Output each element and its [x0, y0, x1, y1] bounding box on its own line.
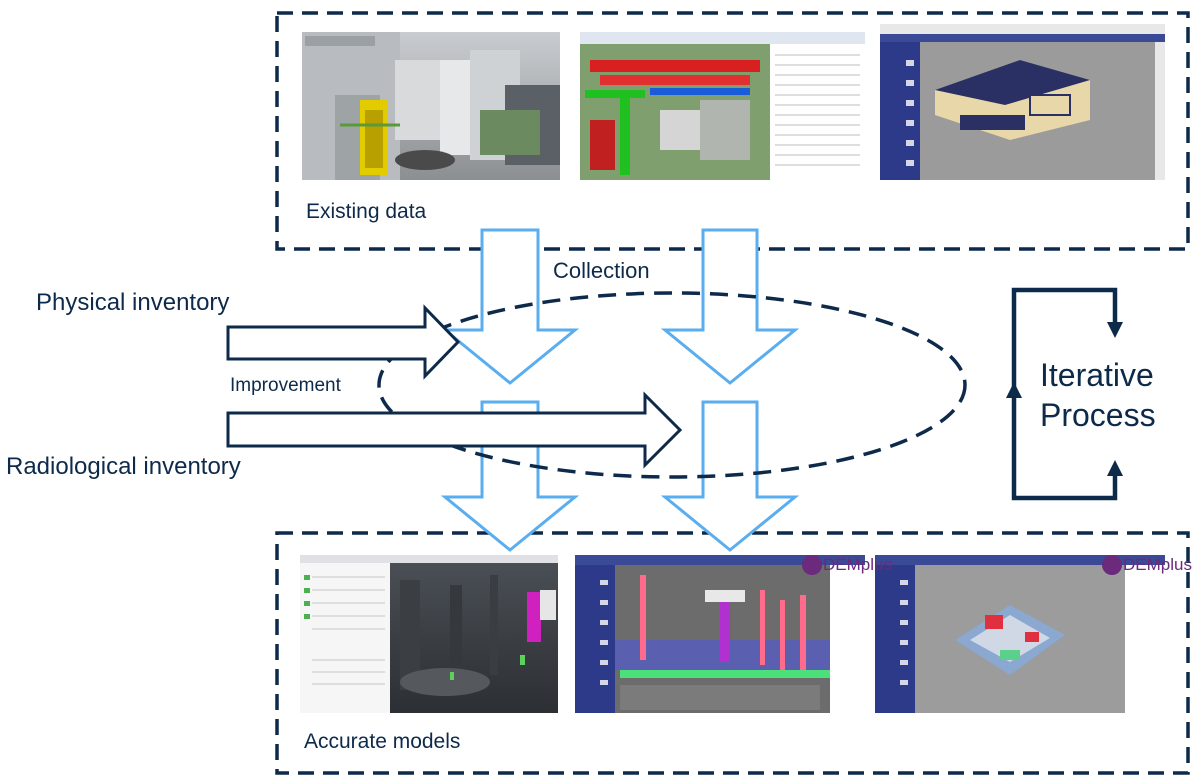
screenshot-dem-building [875, 555, 1165, 713]
improvement-ellipse [377, 291, 967, 479]
screenshot-plant-interior [302, 32, 560, 180]
dem-logo-2: DEMplus [1123, 555, 1192, 574]
screenshot-dem-structure [575, 555, 865, 713]
iterative-line-2: Process [1040, 397, 1156, 433]
screenshot-building-app [880, 24, 1165, 180]
physical-inventory-arrow [226, 304, 461, 380]
physical-inventory-label: Physical inventory [36, 289, 230, 316]
iterative-process-label: Iterative Process [1040, 355, 1156, 435]
collection-label: Collection [553, 258, 650, 283]
screenshot-tree-viewer [300, 555, 558, 713]
screenshot-pipe-cad [580, 32, 865, 180]
dem-logo-1: DEMplus [823, 555, 892, 574]
improvement-label: Improvement [230, 375, 341, 396]
collection-arrow-left [440, 228, 580, 385]
existing-data-label: Existing data [306, 200, 427, 223]
iterative-line-1: Iterative [1040, 357, 1154, 393]
radiological-inventory-label: Radiological inventory [6, 453, 241, 480]
collection-arrow-right [660, 228, 800, 385]
radiological-inventory-arrow [226, 391, 683, 469]
accurate-models-label: Accurate models [304, 730, 461, 753]
iterative-loop [1006, 287, 1123, 501]
